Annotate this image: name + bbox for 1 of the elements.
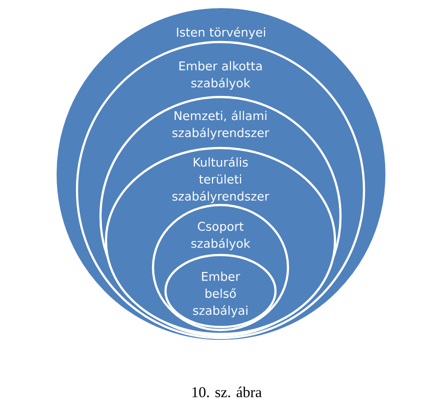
caption: 10. sz. ábra <box>192 386 262 398</box>
